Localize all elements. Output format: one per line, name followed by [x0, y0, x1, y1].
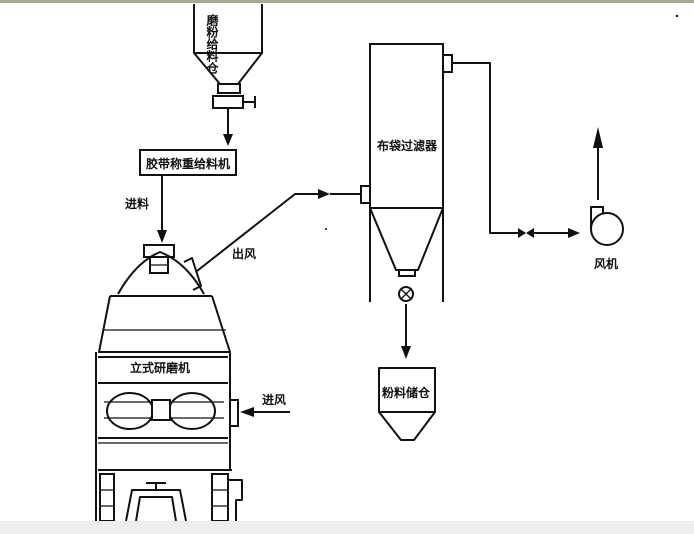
- vertical-mill: [95, 244, 243, 521]
- feed-bin-label: 磨粉给料仓: [205, 13, 219, 75]
- powder-bin: [378, 367, 436, 441]
- fan: [590, 127, 624, 246]
- diagram-canvas: 磨粉给料仓 胶带称重给料机 进料: [95, 4, 679, 521]
- powder-bin-label: 粉料储仓: [382, 385, 431, 400]
- bag-filter: [360, 43, 453, 302]
- belt-feeder-box: [139, 149, 237, 176]
- bag-filter-label: 布袋过滤器: [377, 138, 438, 153]
- vertical-mill-label: 立式研磨机: [130, 360, 190, 375]
- fan-label: 风机: [594, 256, 618, 271]
- air-in-label: 进风: [262, 392, 286, 407]
- arrow-feed-to-feeder: [223, 108, 233, 146]
- arrow-feed-in: [157, 175, 167, 243]
- exhaust-duct: [452, 62, 580, 238]
- air-out-duct: [196, 189, 360, 272]
- bottom-border: [0, 521, 694, 534]
- feed-in-label: 进料: [125, 196, 149, 211]
- arrow-to-powder-bin: [401, 304, 411, 359]
- speck-mark: [675, 14, 679, 18]
- feed-bin: [193, 4, 263, 109]
- air-out-label: 出风: [232, 246, 256, 261]
- belt-feeder-label: 胶带称重给料机: [146, 156, 230, 171]
- arrow-air-in: [240, 407, 290, 417]
- speck-mark: [325, 228, 327, 230]
- top-border: [0, 0, 694, 3]
